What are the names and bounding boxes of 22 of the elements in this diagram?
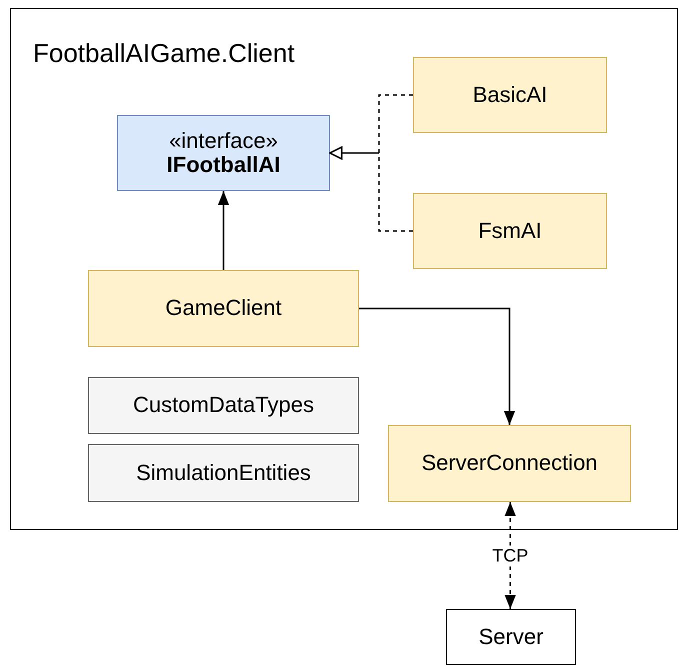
class-name: ServerConnection [421, 451, 598, 476]
class-box [413, 193, 607, 269]
class-name: FsmAI [478, 218, 542, 244]
server-box [446, 609, 576, 665]
class-name: GameClient [165, 296, 282, 321]
arrow [329, 146, 413, 232]
class-name: BasicAI [472, 82, 548, 108]
class-box [88, 270, 359, 347]
arrow [218, 191, 230, 270]
stereotype-label: «interface» [169, 128, 278, 153]
class-name: IFootballAI [166, 153, 280, 178]
module-box [88, 444, 359, 502]
arrow [359, 308, 516, 425]
package-frame [10, 8, 678, 530]
module-box [88, 377, 359, 434]
interface-box [117, 115, 330, 191]
class-box [388, 425, 631, 502]
class-name: Server [478, 624, 544, 650]
class-name: CustomDataTypes [133, 393, 314, 418]
package-title: FootballAIGame.Client [33, 39, 295, 68]
class-name: SimulationEntities [136, 460, 311, 486]
class-box [413, 57, 607, 133]
